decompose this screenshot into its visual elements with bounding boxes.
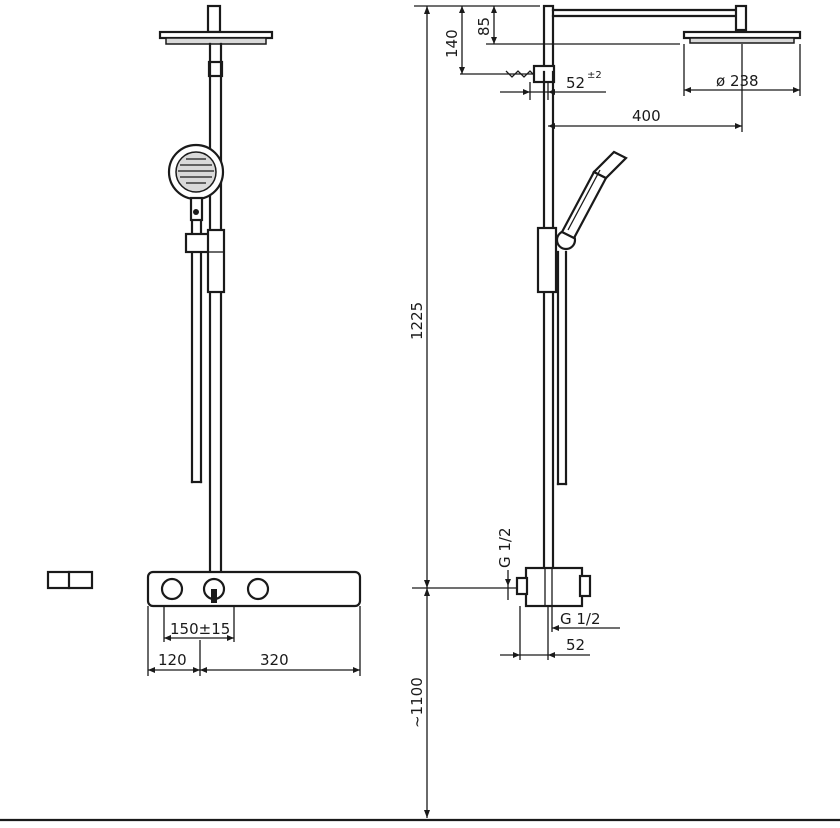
- dim-1100-group: ~1100: [408, 587, 516, 818]
- dim-85-140-group: 85 140: [414, 5, 680, 75]
- front-wall-plate-symbol: [46, 570, 94, 590]
- side-hand-shower-rod: [556, 250, 568, 486]
- front-slide-holder: [184, 228, 226, 294]
- dim-1225-label: 1225: [408, 302, 426, 340]
- dim-140-label: 140: [443, 29, 461, 58]
- dim-120-label: 120: [158, 651, 187, 669]
- dim-400-group: 400: [548, 44, 743, 132]
- side-thermostat-body: [515, 566, 592, 608]
- side-slide-holder: [536, 226, 577, 294]
- front-view: 150±15 120 320: [46, 4, 362, 676]
- dim-g12-horizontal-group: G 1/2: [551, 606, 620, 632]
- dim-1100-label: ~1100: [408, 677, 426, 728]
- side-shower-arm: [542, 4, 748, 74]
- dim-52-group: 52 ±2: [500, 70, 606, 100]
- side-hand-shower-head: [560, 150, 628, 240]
- dim-1225-group: 1225: [408, 6, 430, 588]
- dim-120-320-group: 120 320: [147, 606, 361, 676]
- dim-150-group: 150±15: [163, 606, 235, 642]
- side-wall-bracket: [500, 64, 556, 84]
- side-view: 85 140 52 ±2 400 ø 238: [408, 4, 802, 818]
- front-thermostat-bar: [146, 570, 362, 608]
- dim-g12-vertical-label: G 1/2: [496, 527, 514, 568]
- front-rain-shower-head: [158, 4, 274, 45]
- front-hand-shower-head: [167, 143, 225, 222]
- dim-150-label: 150±15: [170, 620, 230, 638]
- side-rain-shower-head: [682, 30, 802, 44]
- dim-g12-horizontal-label: G 1/2: [560, 610, 601, 628]
- front-riser-pipe: [207, 42, 224, 574]
- dim-238-group: ø 238: [683, 44, 801, 96]
- dim-52-bottom-label: 52: [566, 636, 585, 654]
- hand-shower-nozzles: [178, 158, 214, 184]
- dim-52-tolerance: ±2: [587, 70, 602, 81]
- dim-52-bottom-group: 52: [500, 606, 590, 660]
- dim-238-label: ø 238: [716, 72, 759, 90]
- side-riser-pipe: [542, 70, 555, 570]
- dim-52-label: 52: [566, 74, 585, 92]
- dim-g12-vertical-group: G 1/2: [496, 527, 514, 600]
- dim-85-label: 85: [475, 17, 493, 36]
- dim-320-label: 320: [260, 651, 289, 669]
- dim-400-label: 400: [632, 107, 661, 125]
